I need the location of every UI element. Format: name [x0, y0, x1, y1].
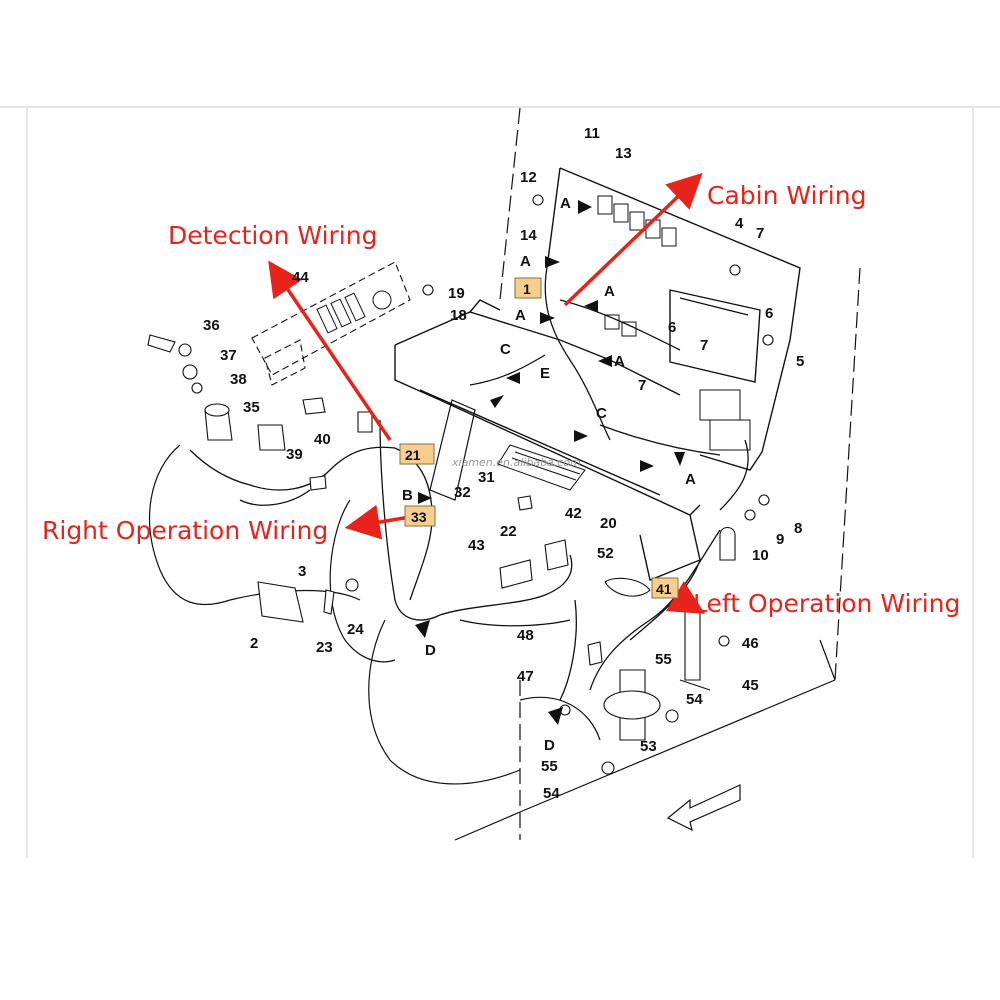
part-8: 8 — [794, 520, 802, 537]
black-arrows — [415, 200, 685, 725]
letter-b1: B — [402, 487, 413, 504]
part-55-top: 55 — [655, 651, 672, 668]
ref-box-41: 41 — [656, 581, 672, 597]
part-numbers: 11 13 12 14 4 7 6 6 7 5 7 19 18 44 36 37… — [203, 125, 804, 802]
left-operation-wiring-label: Left Operation Wiring — [693, 589, 960, 618]
part-37: 37 — [220, 347, 237, 364]
part-39: 39 — [286, 446, 303, 463]
letter-a4: A — [604, 283, 615, 300]
part-11: 11 — [584, 125, 600, 142]
part-53: 53 — [640, 738, 657, 755]
part-19: 19 — [448, 285, 465, 302]
letter-a1: A — [560, 195, 571, 212]
frame-right — [972, 106, 974, 858]
letter-d1: D — [425, 642, 436, 659]
part-13: 13 — [615, 145, 632, 162]
part-36: 36 — [203, 317, 220, 334]
part-2: 2 — [250, 635, 258, 652]
letter-a3: A — [515, 307, 526, 324]
part-31: 31 — [478, 469, 495, 486]
letter-a6: A — [685, 471, 696, 488]
floor-outline — [454, 639, 836, 841]
part-54-bottom: 54 — [543, 785, 560, 802]
part-7-top: 7 — [756, 225, 764, 242]
part-40: 40 — [314, 431, 331, 448]
part-23: 23 — [316, 639, 333, 656]
part-20: 20 — [600, 515, 617, 532]
seat-outline — [368, 619, 601, 785]
right-operation-wiring-label: Right Operation Wiring — [42, 516, 328, 545]
part-44: 44 — [292, 269, 309, 286]
frame-top — [0, 106, 1000, 108]
part-18: 18 — [450, 307, 467, 324]
part-9: 9 — [776, 531, 784, 548]
detection-switches — [316, 290, 392, 334]
part-48: 48 — [517, 627, 534, 644]
part-7-low: 7 — [638, 377, 646, 394]
control-bracket — [429, 399, 476, 501]
letter-d2: D — [544, 737, 555, 754]
letter-c2: C — [596, 405, 607, 422]
part-6-right: 6 — [765, 305, 773, 322]
cabin-wiring-label: Cabin Wiring — [707, 181, 866, 210]
part-55-bottom: 55 — [541, 758, 558, 775]
ref-boxes — [399, 277, 679, 599]
part-14: 14 — [520, 227, 537, 244]
callout-labels: Cabin Wiring Detection Wiring Right Oper… — [42, 181, 960, 618]
letter-e1: E — [540, 365, 550, 382]
part-5: 5 — [796, 353, 804, 370]
frame-beam — [394, 299, 701, 581]
letter-a5: A — [614, 353, 625, 370]
view-letters: A A A A A A C C E B D D — [402, 195, 696, 754]
cab-outline — [499, 107, 861, 840]
part-35: 35 — [243, 399, 260, 416]
letter-c1: C — [500, 341, 511, 358]
part-52: 52 — [597, 545, 614, 562]
part-47: 47 — [517, 668, 534, 685]
part-4: 4 — [735, 215, 744, 232]
part-10: 10 — [752, 547, 769, 564]
part-38: 38 — [230, 371, 247, 388]
ref-box-21: 21 — [405, 447, 421, 463]
frame-left — [26, 106, 28, 858]
cabin-panel — [547, 167, 801, 471]
watermark: xiamen.en.alibaba.com — [451, 456, 581, 469]
part-32: 32 — [454, 484, 471, 501]
direction-arrow — [666, 784, 741, 832]
right-console — [149, 444, 396, 663]
part-12: 12 — [520, 169, 537, 186]
part-46: 46 — [742, 635, 759, 652]
letter-a2: A — [520, 253, 531, 270]
part-7-mid: 7 — [700, 337, 708, 354]
part-43: 43 — [468, 537, 485, 554]
lower-components — [257, 194, 774, 775]
ref-box-33: 33 — [411, 509, 427, 525]
part-54-right: 54 — [686, 691, 703, 708]
detection-wiring-label: Detection Wiring — [168, 221, 377, 250]
part-24: 24 — [347, 621, 364, 638]
ref-box-labels: 1 21 33 41 — [405, 281, 672, 597]
left-components — [147, 334, 373, 491]
fuse-block — [497, 444, 586, 491]
part-6-mid: 6 — [668, 319, 676, 336]
part-45: 45 — [742, 677, 759, 694]
ref-box-1: 1 — [523, 281, 531, 297]
part-42: 42 — [565, 505, 582, 522]
part-3: 3 — [298, 563, 306, 580]
detection-panel — [251, 261, 411, 386]
wiring-harness — [189, 261, 749, 701]
part-22: 22 — [500, 523, 517, 540]
